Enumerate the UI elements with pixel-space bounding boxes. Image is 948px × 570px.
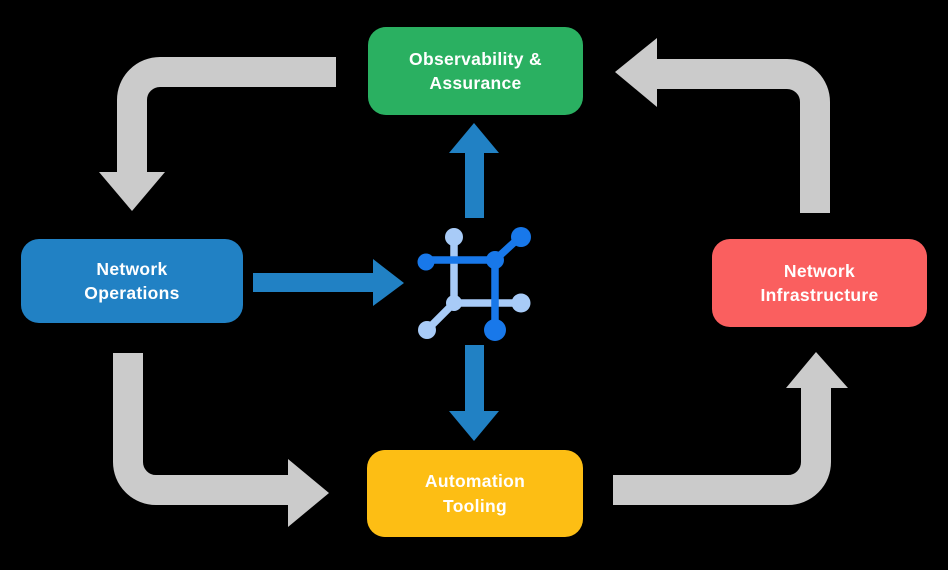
node-label-line: Network [783,260,856,281]
arrow-observability-to-operations [99,57,336,211]
node-network-infrastructure: Network Infrastructure [712,239,927,327]
arrow-hub-to-observability [449,123,499,218]
arrow-automation-to-infrastructure [613,352,848,505]
node-label-line: Observability & [409,48,542,69]
node-automation-tooling: Automation Tooling [367,450,583,537]
node-label-line: Assurance [429,73,522,93]
node-label-line: Automation [424,471,526,492]
node-network-operations: Network Operations [21,239,243,323]
node-label-line: Operations [84,283,180,303]
network-hub-icon [417,227,531,341]
node-label-line: Network [96,258,168,279]
arrow-hub-to-automation [449,345,499,441]
arrow-operations-to-hub [253,259,404,306]
node-observability-assurance: Observability & Assurance [368,27,583,115]
arrow-operations-to-automation [113,353,329,527]
node-label-line: Tooling [443,495,507,516]
node-label-line: Infrastructure [760,285,879,305]
arrow-infrastructure-to-observability [615,38,830,213]
